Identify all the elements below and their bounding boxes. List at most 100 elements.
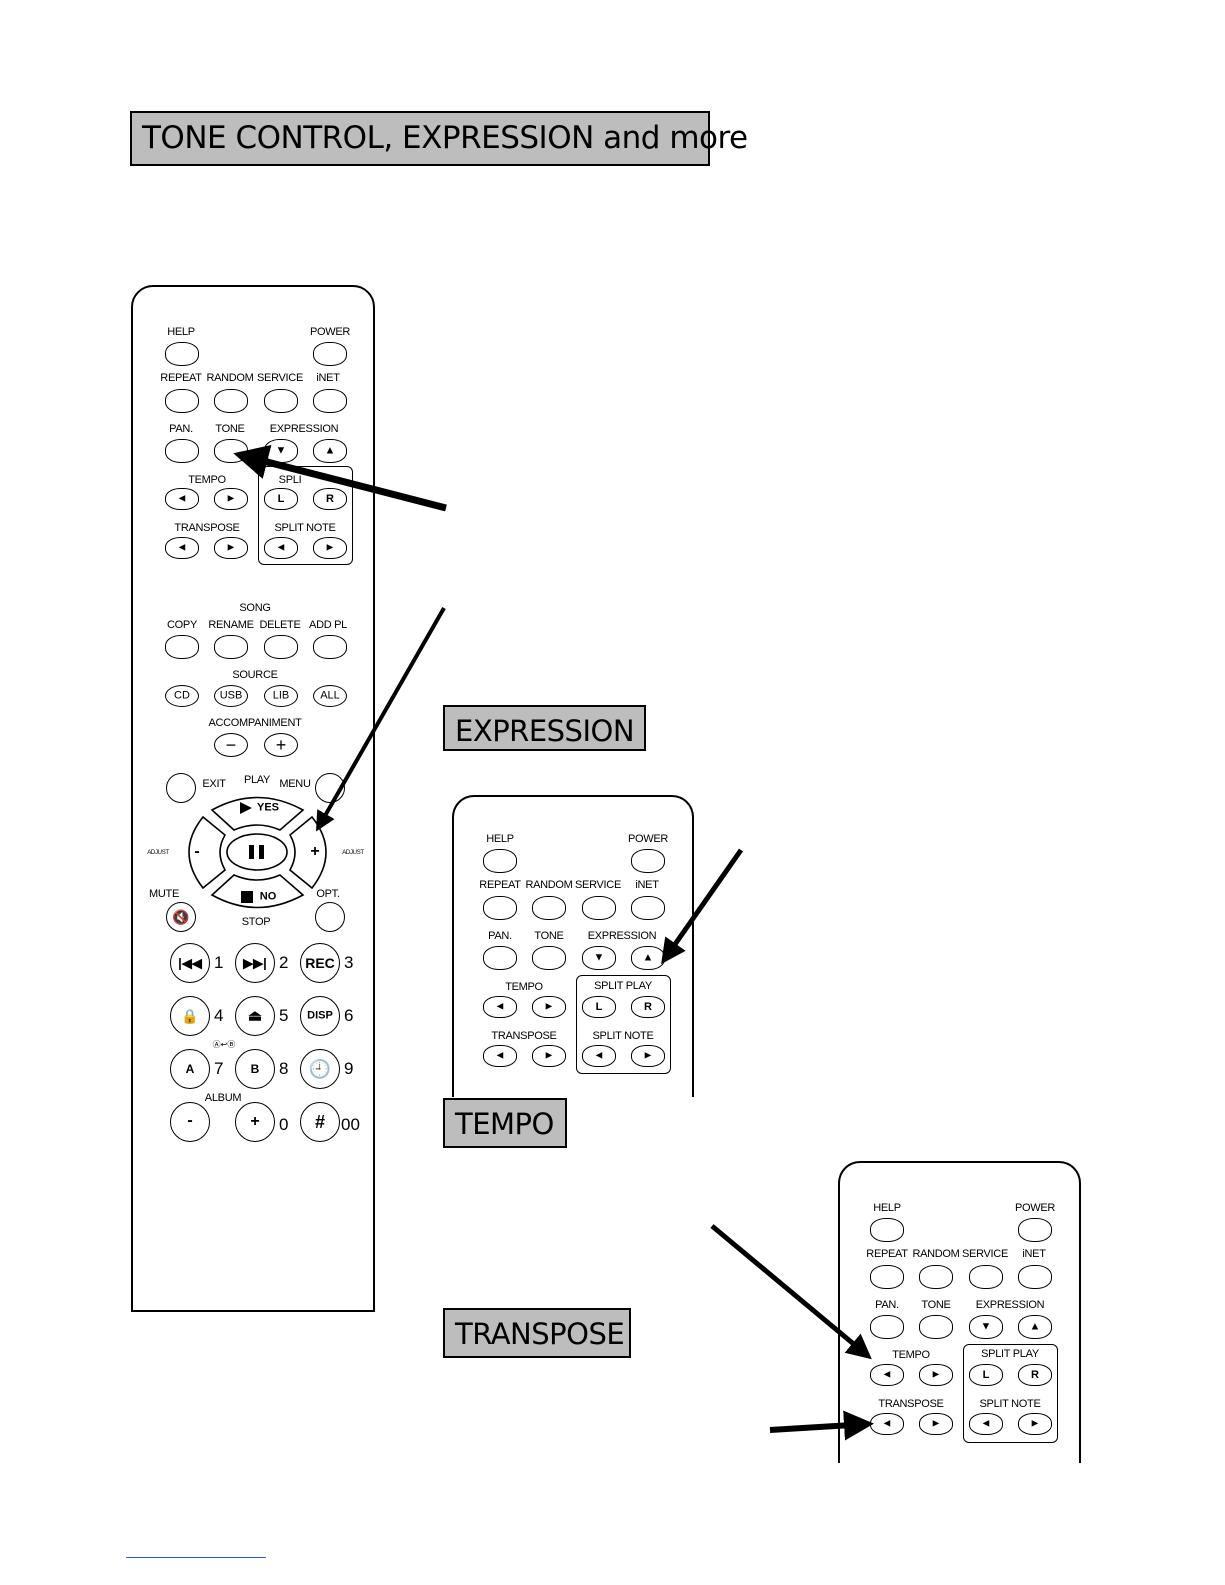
inet-label: iNET (316, 372, 340, 384)
number-label: 7 (214, 1059, 224, 1078)
usb-button[interactable] (214, 685, 248, 707)
delete-button[interactable] (264, 635, 298, 659)
inet-button[interactable] (1018, 1265, 1052, 1289)
split-note-right-button[interactable] (313, 537, 347, 559)
pause-button[interactable] (226, 833, 288, 871)
eject-button[interactable] (235, 996, 275, 1036)
all-button[interactable] (313, 685, 347, 707)
inet-button[interactable] (631, 896, 665, 920)
inet-button[interactable] (313, 389, 347, 413)
random-button[interactable] (532, 896, 566, 920)
service-button[interactable] (582, 896, 616, 920)
a-button[interactable] (170, 1049, 210, 1089)
adjust-plus-icon: + (310, 843, 320, 860)
power-button[interactable] (631, 849, 665, 873)
hash-button[interactable] (300, 1102, 340, 1142)
rename-button[interactable] (214, 635, 248, 659)
disp-button[interactable] (300, 996, 340, 1036)
help-button[interactable] (165, 342, 199, 366)
play-icon (240, 802, 252, 814)
mute-button[interactable] (166, 902, 196, 932)
power-button[interactable] (1018, 1218, 1052, 1242)
accompaniment-minus-button[interactable] (214, 733, 248, 757)
play-yes-button[interactable] (210, 796, 305, 831)
exit-button[interactable] (166, 773, 196, 803)
lib-button[interactable] (264, 685, 298, 707)
album-minus-button[interactable] (170, 1102, 210, 1142)
split-play-right-button[interactable] (1018, 1364, 1052, 1386)
source-label: SOURCE (232, 669, 278, 681)
split-play-right-button[interactable] (313, 488, 347, 510)
pan-button[interactable] (870, 1315, 904, 1339)
b-button[interactable] (235, 1049, 275, 1089)
expression-down-button[interactable] (969, 1315, 1003, 1339)
copy-button[interactable] (165, 635, 199, 659)
tone-button[interactable] (532, 946, 566, 970)
rec-button[interactable] (300, 943, 340, 983)
repeat-button[interactable] (870, 1265, 904, 1289)
tempo-left-button[interactable] (870, 1364, 904, 1386)
previous-track-button[interactable] (170, 943, 210, 983)
split-group (258, 466, 353, 565)
random-button[interactable] (919, 1265, 953, 1289)
expression-up-button[interactable] (1018, 1315, 1052, 1339)
split-play-left-button[interactable] (264, 488, 298, 510)
power-label: POWER (309, 326, 351, 338)
number-label: 9 (344, 1059, 354, 1078)
page-title: TONE CONTROL, EXPRESSION and more (130, 111, 748, 166)
transpose-right-button[interactable] (532, 1045, 566, 1067)
album-plus-button[interactable] (235, 1102, 275, 1142)
repeat-label: REPEAT (866, 1248, 908, 1260)
tempo-right-button[interactable] (919, 1364, 953, 1386)
adjust-minus-button[interactable] (188, 815, 227, 890)
transpose-right-button[interactable] (919, 1413, 953, 1435)
adjust-plus-button[interactable] (288, 815, 327, 890)
split-note-left-button[interactable] (969, 1413, 1003, 1435)
tempo-right-button[interactable] (532, 996, 566, 1018)
plus-icon: + (275, 735, 287, 755)
pan-button[interactable] (483, 946, 517, 970)
help-button[interactable] (870, 1218, 904, 1242)
split-note-right-button[interactable] (1018, 1413, 1052, 1435)
transpose-left-button[interactable] (165, 537, 199, 559)
split-play-left-button[interactable] (969, 1364, 1003, 1386)
next-track-button[interactable] (235, 943, 275, 983)
tempo-left-button[interactable] (165, 488, 199, 510)
triangle-left-icon: ◄ (494, 1000, 506, 1013)
pan-button[interactable] (165, 439, 199, 463)
repeat-button[interactable] (165, 389, 199, 413)
add-pl-button[interactable] (313, 635, 347, 659)
cd-button[interactable] (165, 685, 199, 707)
help-label: HELP (486, 833, 514, 845)
stop-no-button[interactable] (210, 874, 305, 909)
split-note-left-button[interactable] (264, 537, 298, 559)
random-button[interactable] (214, 389, 248, 413)
left-letter: L (277, 493, 285, 505)
tone-label: TONE (215, 423, 245, 435)
split-play-right-button[interactable] (631, 996, 665, 1018)
opt-button[interactable] (315, 902, 345, 932)
transpose-right-button[interactable] (214, 537, 248, 559)
split-play-left-button[interactable] (582, 996, 616, 1018)
expression-up-button[interactable] (313, 439, 347, 463)
section-title-tempo: TEMPO (443, 1098, 567, 1148)
navigation-pad (188, 796, 327, 909)
split-note-right-button[interactable] (631, 1045, 665, 1067)
expression-down-button[interactable] (582, 946, 616, 970)
split-note-left-button[interactable] (582, 1045, 616, 1067)
repeat-button[interactable] (483, 896, 517, 920)
tempo-right-button[interactable] (214, 488, 248, 510)
clock-button[interactable] (300, 1049, 340, 1089)
service-button[interactable] (264, 389, 298, 413)
transpose-left-button[interactable] (483, 1045, 517, 1067)
plus-label: + (250, 1113, 260, 1130)
accompaniment-plus-button[interactable] (264, 733, 298, 757)
lock-button[interactable] (170, 996, 210, 1036)
service-button[interactable] (969, 1265, 1003, 1289)
expression-up-button[interactable] (631, 946, 665, 970)
tempo-left-button[interactable] (483, 996, 517, 1018)
power-button[interactable] (313, 342, 347, 366)
help-button[interactable] (483, 849, 517, 873)
tone-button[interactable] (919, 1315, 953, 1339)
